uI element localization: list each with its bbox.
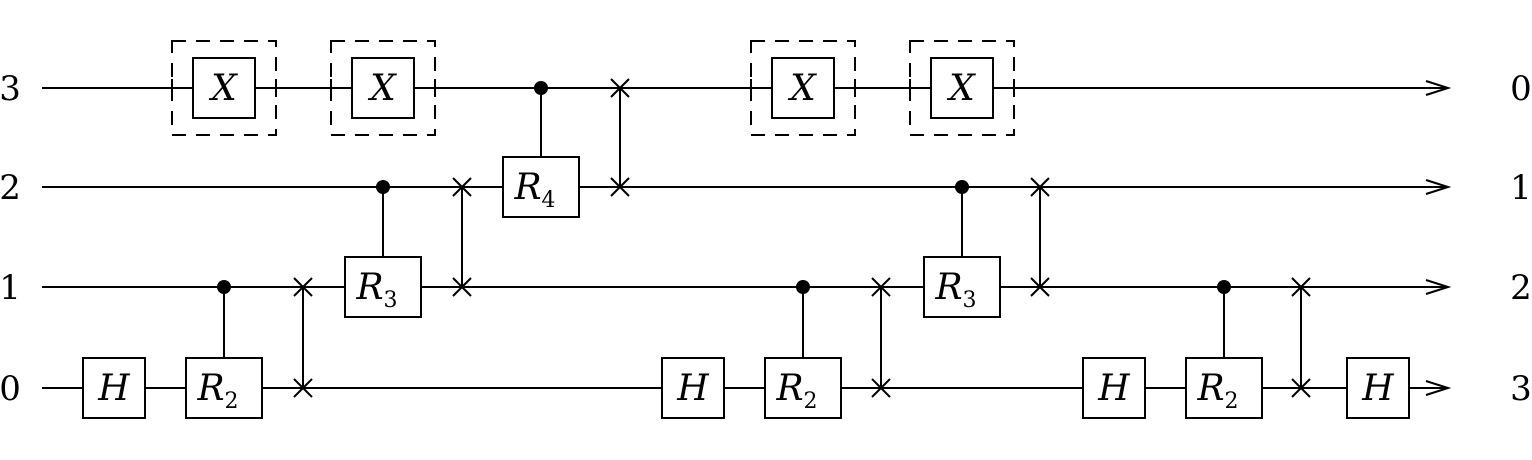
input-label-1: 2 [0,168,21,208]
gate-x-0 [192,57,256,119]
gate-r2-8 [185,357,263,419]
gate-label-5: R3 [355,267,397,313]
swap-cross-5-0 [1291,277,1311,297]
gate-label-10: R2 [775,368,817,414]
control-dot-10 [796,280,810,294]
gate-x-3 [930,57,994,119]
swap-cross-5-1 [1291,378,1311,398]
gate-h-9 [661,357,725,419]
gate-r2-10 [764,357,842,419]
gate-label-12: R2 [1196,368,1238,414]
gate-r4-4 [502,156,580,218]
swaps-layer [293,78,1311,398]
wire-arrowhead-3 [1425,380,1452,396]
gate-label-11: H [1097,368,1130,409]
output-label-0: 0 [1510,69,1532,109]
gate-label-13: H [1361,368,1394,409]
swap-cross-2-0 [610,78,630,98]
labels-layer: 3 2 1 0 0 1 2 3 [0,69,1532,409]
swap-cross-1-1 [452,277,472,297]
wire-arrowhead-2 [1425,279,1452,295]
gate-h-7 [82,357,146,419]
gate-label-9: H [676,368,709,409]
gate-r3-5 [344,256,422,318]
control-dot-4 [534,81,548,95]
swap-cross-2-1 [610,177,630,197]
gate-label-8: R2 [196,368,238,414]
input-label-2: 1 [0,268,21,308]
gate-label-4: R4 [513,167,555,213]
swap-cross-3-0 [871,277,891,297]
swap-cross-3-1 [871,378,891,398]
input-label-0: 3 [0,69,21,109]
output-label-3: 3 [1510,369,1532,409]
input-label-3: 0 [0,369,21,409]
gate-h-11 [1082,357,1146,419]
control-dot-12 [1217,280,1231,294]
control-dot-6 [955,180,969,194]
swap-cross-4-1 [1030,277,1050,297]
gate-label-3: X [946,68,976,109]
output-label-2: 2 [1510,268,1532,308]
gate-x-2 [771,57,835,119]
gate-r2-12 [1185,357,1263,419]
gate-label-0: X [208,68,238,109]
output-label-1: 1 [1510,168,1532,208]
gate-label-6: R3 [934,267,976,313]
gate-r3-6 [923,256,1001,318]
wire-arrowhead-0 [1425,80,1452,96]
swap-cross-0-1 [293,378,313,398]
swap-cross-0-0 [293,277,313,297]
controls-layer [217,81,1231,358]
gate-label-2: X [787,68,817,109]
gate-h-13 [1346,357,1410,419]
gate-label-1: X [367,68,397,109]
swap-cross-4-0 [1030,177,1050,197]
swap-cross-1-0 [452,177,472,197]
wires-layer [42,80,1452,396]
control-dot-8 [217,280,231,294]
gate-label-7: H [97,368,130,409]
wire-arrowhead-1 [1425,179,1452,195]
gate-x-1 [351,57,415,119]
control-dot-5 [376,180,390,194]
